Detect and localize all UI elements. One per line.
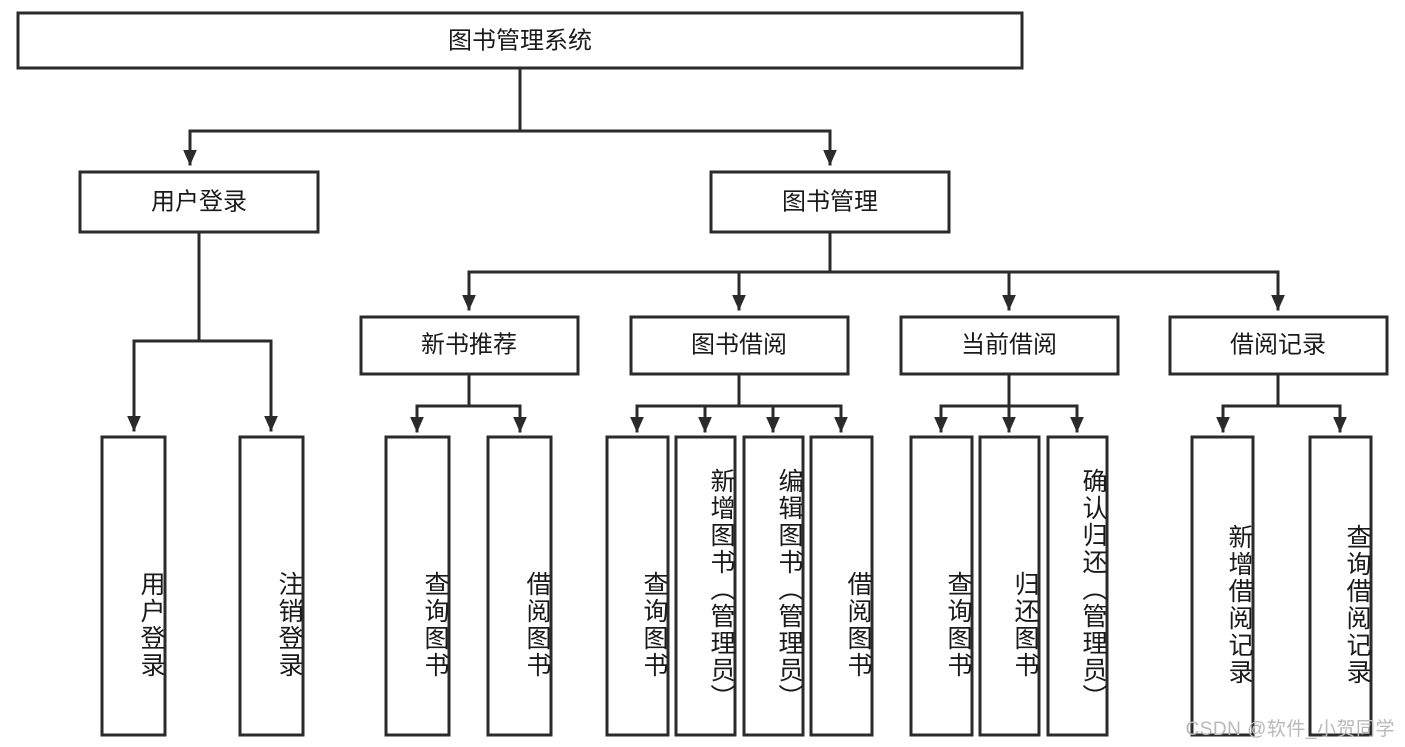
node-root-box[interactable] xyxy=(16,11,1024,70)
leaf-box-user-login[interactable] xyxy=(100,435,167,737)
leaf-box-query-book-2[interactable] xyxy=(605,435,670,737)
leaf-box-edit-book-admin[interactable] xyxy=(742,435,805,737)
leaf-box-confirm-return-admin[interactable] xyxy=(1046,435,1109,737)
node-new-book-recommend-box[interactable] xyxy=(359,315,580,376)
leaf-box-borrow-book-2[interactable] xyxy=(809,435,874,737)
label-current-borrow: 当前借阅 xyxy=(961,331,1057,358)
label-book-borrow: 图书借阅 xyxy=(691,331,787,358)
label-borrow-record: 借阅记录 xyxy=(1230,331,1326,358)
connector-book-borrow-to-leaves xyxy=(630,372,848,433)
connector-root-to-level2 xyxy=(183,66,837,166)
leaf-box-add-book-admin[interactable] xyxy=(674,435,737,737)
node-current-borrow-box[interactable] xyxy=(899,315,1120,376)
leaf-box-return-book[interactable] xyxy=(978,435,1041,737)
connector-new-book-recommend-to-leaves xyxy=(410,372,527,433)
connector-user-login-to-leaves xyxy=(127,230,278,432)
leaf-box-add-borrow-record[interactable] xyxy=(1190,435,1255,737)
label-root: 图书管理系统 xyxy=(448,27,592,54)
leaf-box-borrow-book-1[interactable] xyxy=(486,435,553,737)
leaf-box-query-book-1[interactable] xyxy=(384,435,451,737)
leaf-box-query-borrow-record[interactable] xyxy=(1308,435,1373,737)
leaf-box-logout[interactable] xyxy=(238,435,305,737)
csdn-watermark: CSDN @软件_小贺同学 xyxy=(1185,719,1395,740)
connector-current-borrow-to-leaves xyxy=(934,372,1084,433)
label-book-management: 图书管理 xyxy=(782,188,878,215)
leaf-box-query-book-3[interactable] xyxy=(909,435,974,737)
label-user-login: 用户登录 xyxy=(151,188,247,215)
connector-book-management-to-level3 xyxy=(462,230,1285,311)
connector-borrow-record-to-leaves xyxy=(1216,372,1347,433)
node-user-login-box[interactable] xyxy=(78,170,320,234)
label-new-book-recommend: 新书推荐 xyxy=(421,331,517,358)
